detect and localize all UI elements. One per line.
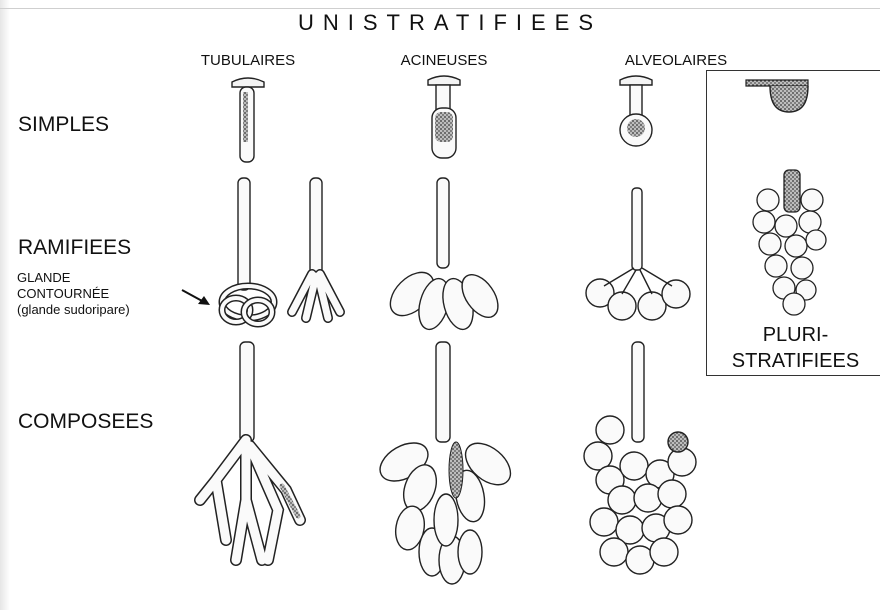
- simple-acinar-gland: [428, 76, 460, 158]
- branched-alveolar-gland: [586, 188, 690, 320]
- branched-tubular-gland: [292, 178, 340, 318]
- simple-tubular-gland: [232, 78, 264, 162]
- branched-acinar-gland: [382, 178, 505, 333]
- branched-contorted-tubular-gland: [222, 178, 274, 324]
- compound-acinar-gland: [373, 342, 518, 584]
- contorted-arrow: [182, 290, 210, 305]
- pluristratified-compound-gland: [753, 170, 826, 315]
- simple-alveolar-gland: [620, 76, 652, 146]
- compound-alveolar-gland: [584, 342, 696, 574]
- compound-tubular-gland: [200, 342, 300, 560]
- pluristratified-simple-gland: [746, 80, 808, 112]
